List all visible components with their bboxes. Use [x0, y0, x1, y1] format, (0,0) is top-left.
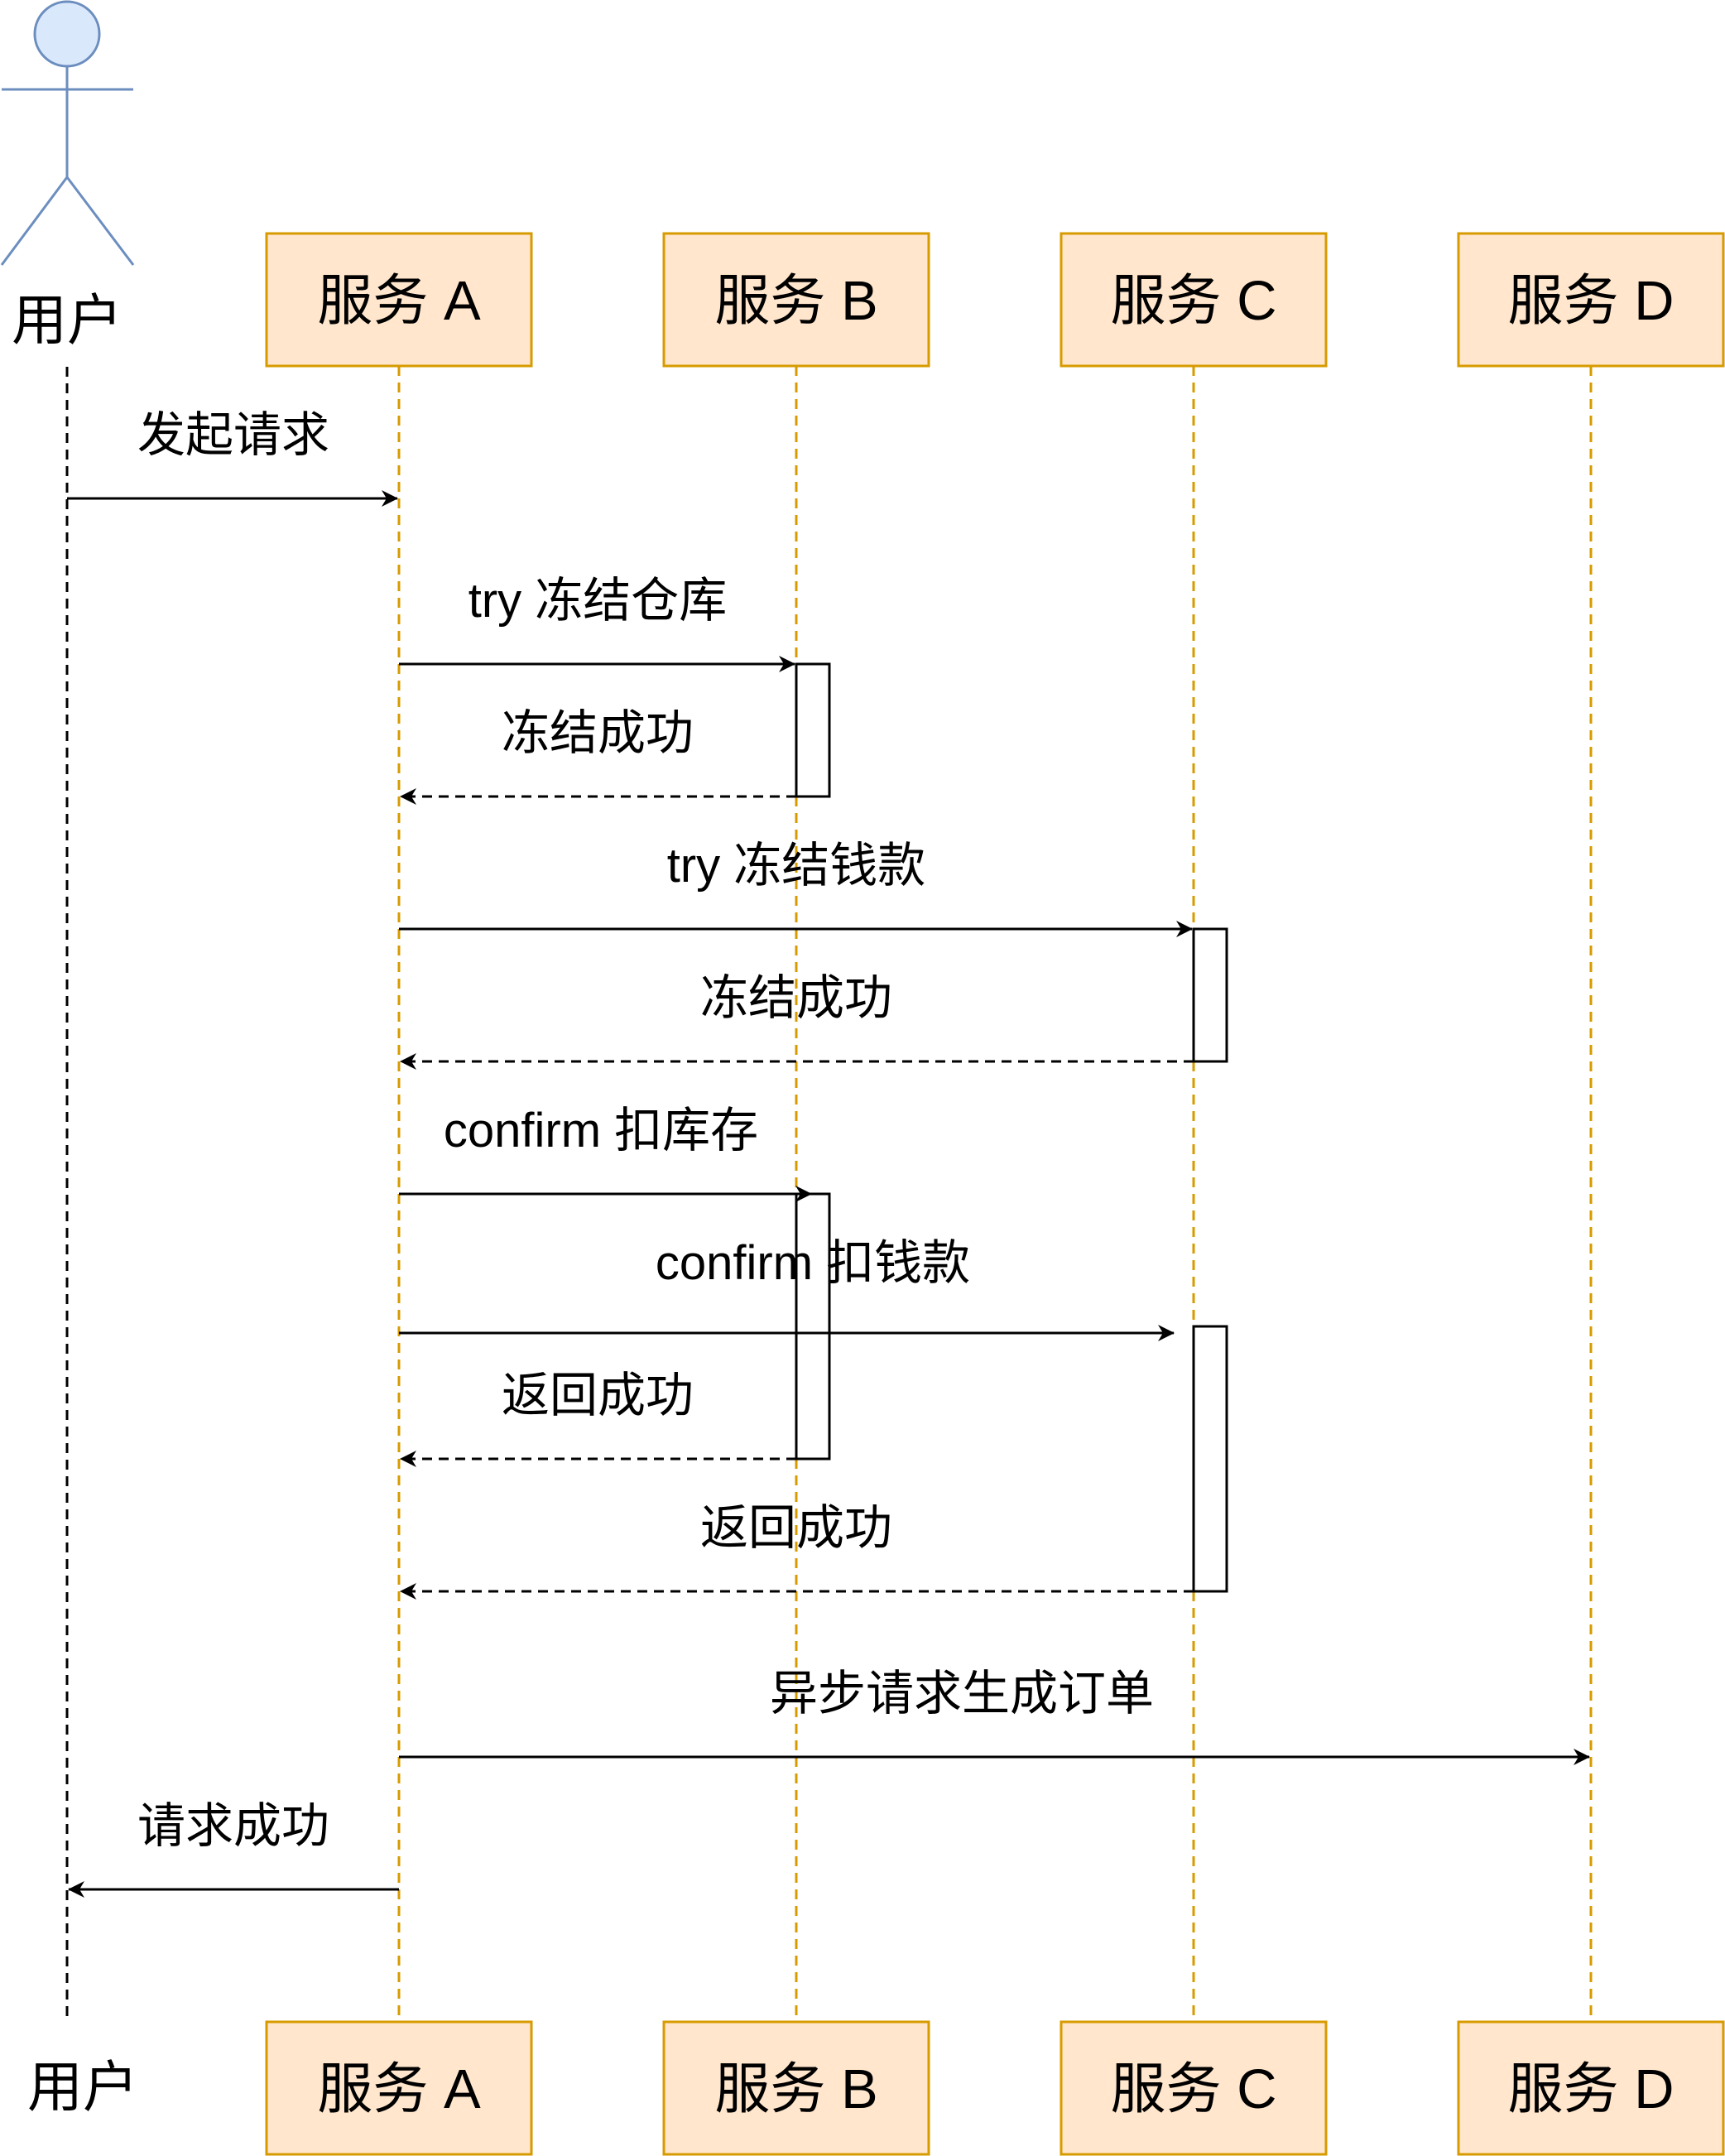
participant-label-bottom: 服务 C	[1111, 2058, 1277, 2120]
message-label: 请求成功	[137, 1799, 329, 1853]
participant-label-top: 服务 D	[1508, 270, 1675, 332]
participant-c[interactable]: 服务 C 服务 C	[1060, 232, 1328, 2156]
message-label: try 冻结仓库	[468, 574, 728, 628]
actor-right-leg	[65, 176, 135, 266]
message-11[interactable]: 请求成功	[68, 1799, 399, 1898]
participant-label-top: 服务 C	[1111, 270, 1277, 332]
activation-box-b	[795, 1192, 831, 1461]
message-label: 异步请求生成订单	[770, 1667, 1154, 1720]
actor-head	[33, 0, 101, 68]
participant-box-bottom	[1060, 2020, 1328, 2156]
actor-label-top: 用户	[12, 290, 123, 352]
actor-label-bottom: 用户	[27, 2057, 138, 2119]
activation-box-c	[1192, 1325, 1228, 1593]
message-label: 发起请求	[137, 408, 329, 462]
actor-left-leg	[0, 176, 69, 266]
message-label: 冻结成功	[700, 971, 892, 1025]
participant-label-top: 服务 B	[714, 270, 877, 332]
participant-label-bottom: 服务 B	[714, 2058, 877, 2120]
participant-label-bottom: 服务 A	[317, 2058, 481, 2120]
participant-b[interactable]: 服务 B 服务 B	[662, 232, 930, 2156]
participant-box-top	[1457, 232, 1725, 368]
message-1[interactable]: 发起请求	[67, 408, 398, 507]
message-2[interactable]: try 冻结仓库	[399, 574, 795, 672]
message-9[interactable]: 返回成功	[400, 1501, 1194, 1600]
participant-box-top	[265, 232, 533, 368]
participant-a[interactable]: 服务 A 服务 A	[265, 232, 533, 2156]
actor-user[interactable]: 用户	[0, 0, 135, 352]
participant-box-top	[662, 232, 930, 368]
activation-box-c	[1192, 927, 1228, 1063]
message-label: 返回成功	[502, 1369, 694, 1422]
participant-label-top: 服务 A	[317, 270, 481, 332]
message-6[interactable]: confirm 扣库存	[399, 1104, 812, 1202]
participant-box-bottom	[265, 2020, 533, 2156]
message-10[interactable]: 异步请求生成订单	[399, 1667, 1590, 1765]
participant-box-bottom	[1457, 2020, 1725, 2156]
participant-label-bottom: 服务 D	[1508, 2058, 1675, 2120]
message-7[interactable]: confirm 扣钱款	[399, 1236, 1175, 1341]
activation-box-b	[795, 662, 831, 798]
message-3[interactable]: 冻结成功	[400, 706, 796, 805]
participant-box-top	[1060, 232, 1328, 368]
message-label: confirm 扣钱款	[656, 1236, 970, 1290]
message-label: try 冻结钱款	[667, 839, 926, 893]
message-label: confirm 扣库存	[444, 1104, 758, 1157]
message-label: 冻结成功	[502, 706, 694, 760]
message-8[interactable]: 返回成功	[400, 1369, 796, 1467]
participant-box-bottom	[662, 2020, 930, 2156]
message-4[interactable]: try 冻结钱款	[399, 839, 1193, 937]
message-5[interactable]: 冻结成功	[400, 971, 1194, 1070]
participant-d[interactable]: 服务 D 服务 D	[1457, 232, 1725, 2156]
message-label: 返回成功	[700, 1501, 892, 1555]
